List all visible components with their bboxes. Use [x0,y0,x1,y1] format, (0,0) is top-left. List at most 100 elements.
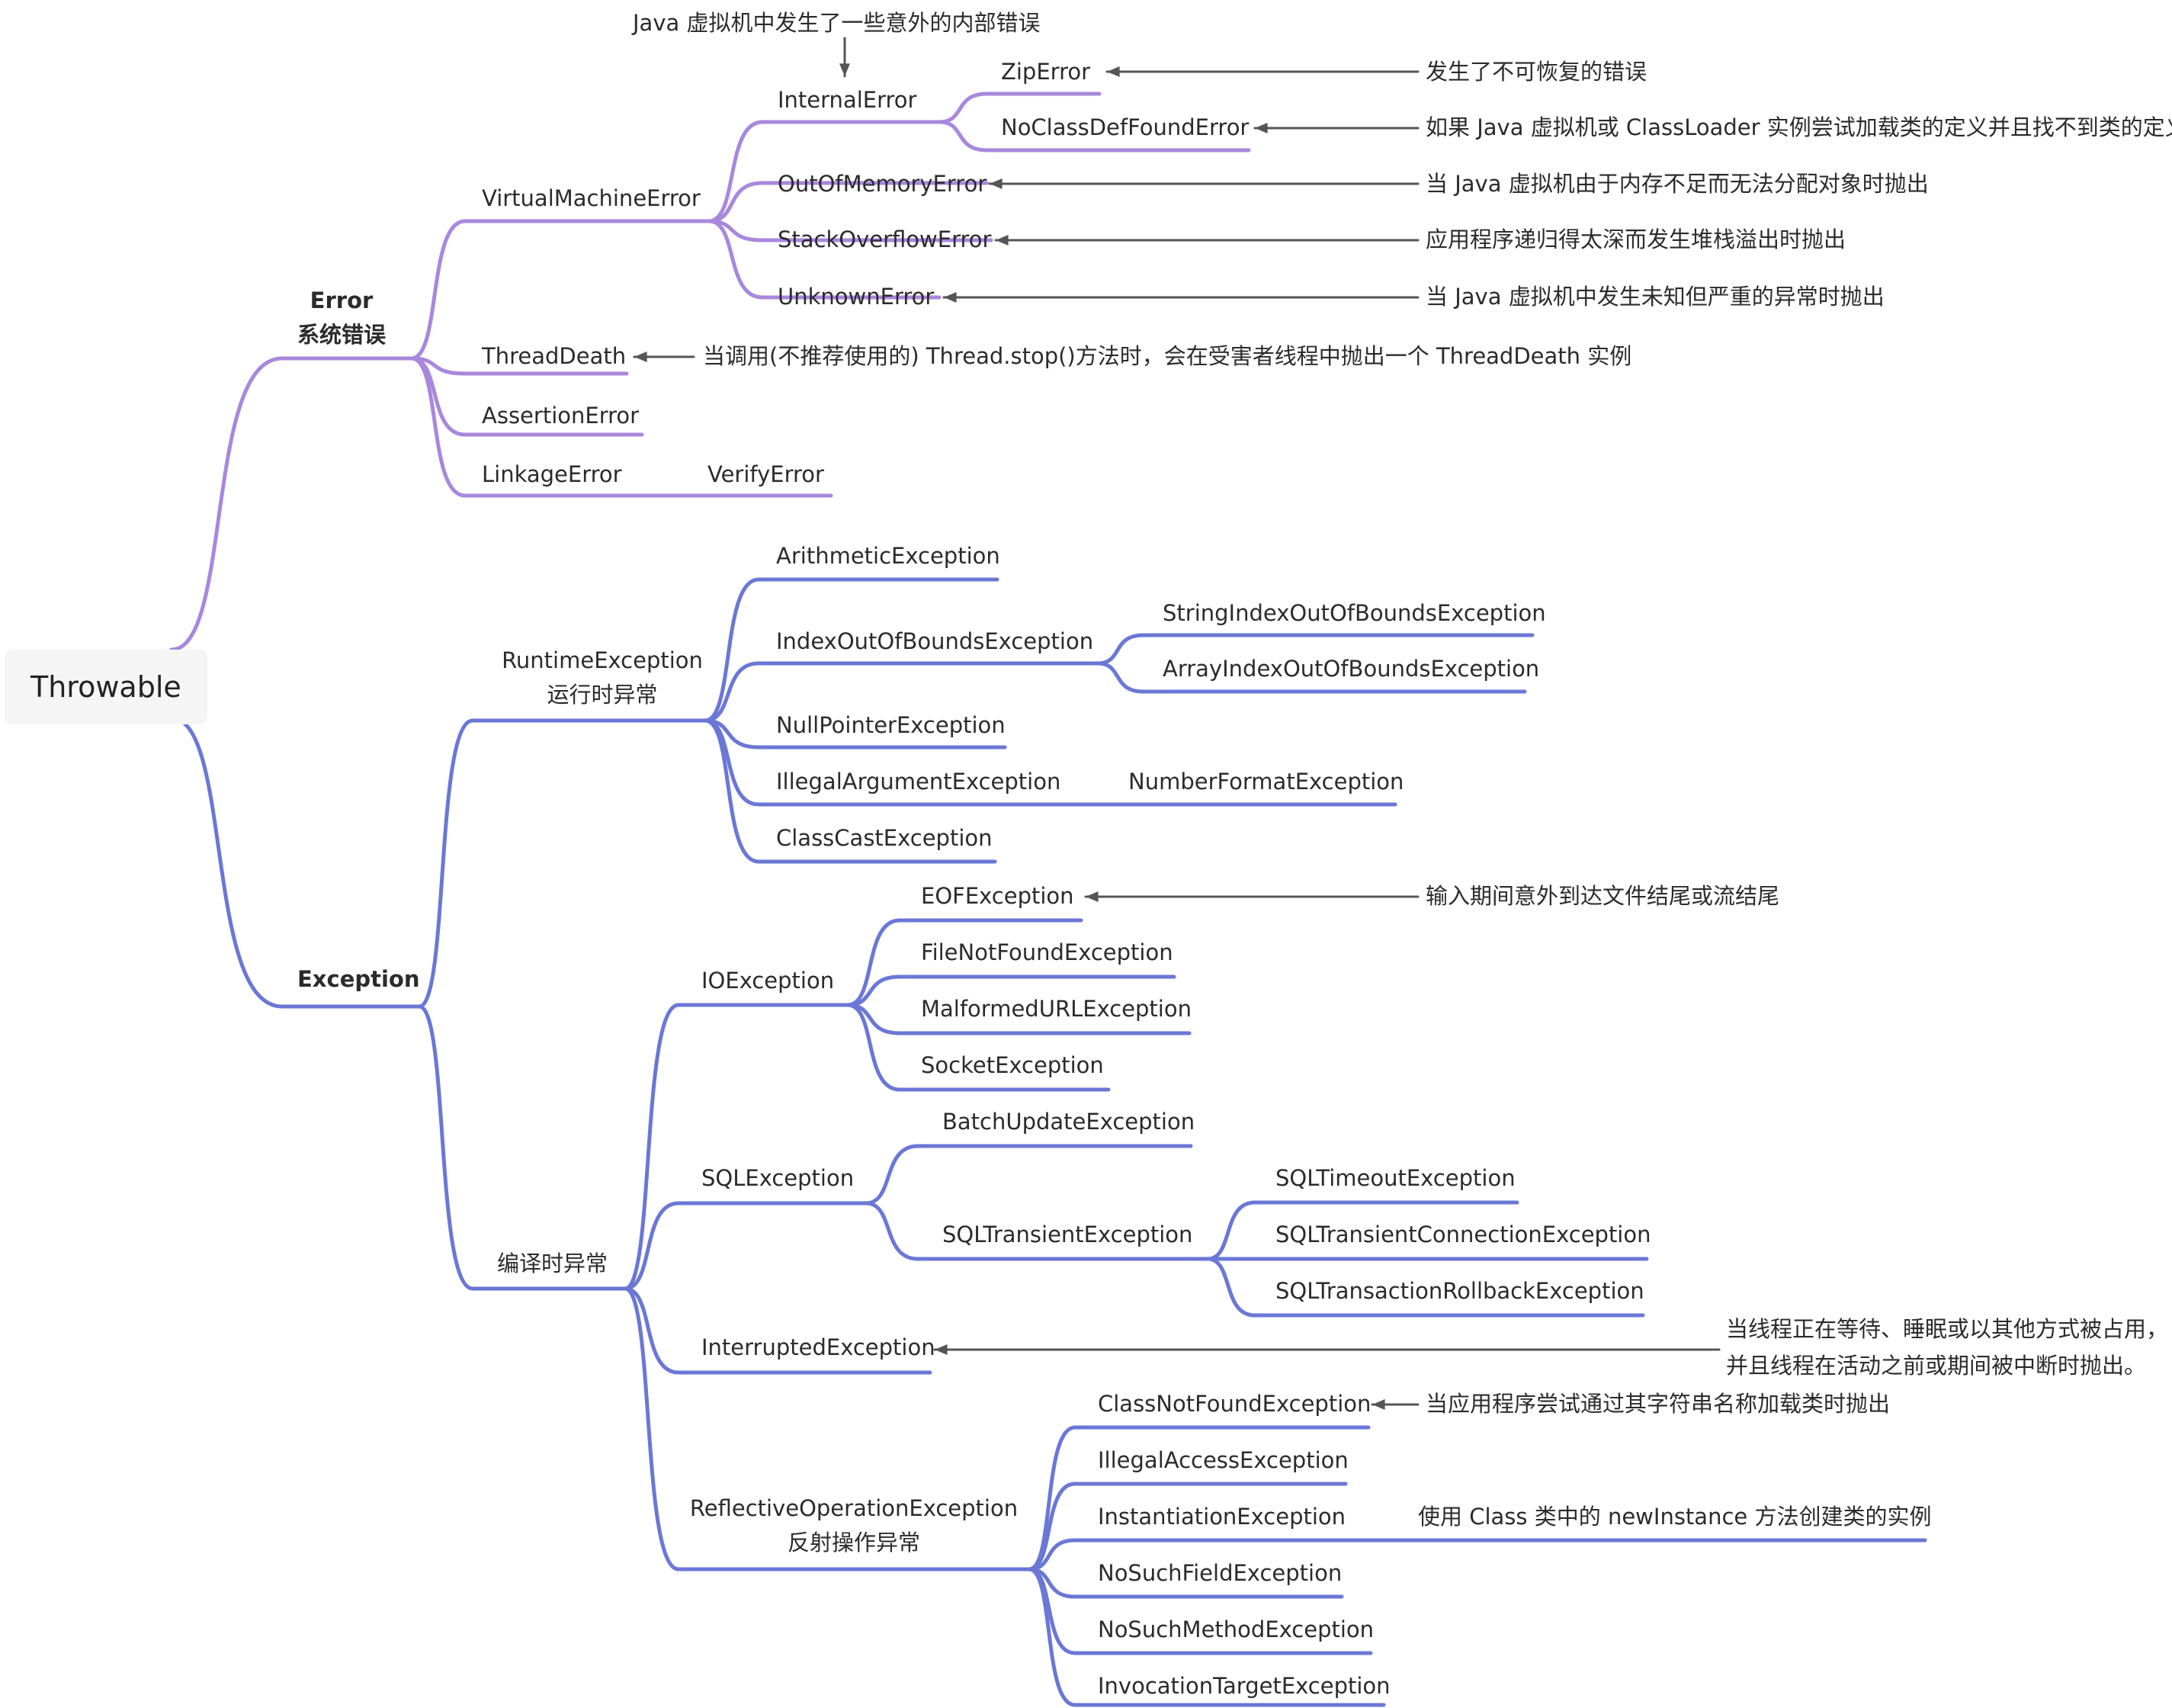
edge-sql-batch [864,1144,920,1206]
edge-internal-noclass [937,120,990,152]
arrow-internal-arrowhead [839,63,851,76]
node-error[interactable]: Error 系统错误 [288,290,395,346]
note-classnotfoundexception: 当应用程序尝试通过其字符串名称加载类时抛出 [1426,1391,1891,1417]
node-instantiationexception[interactable]: InstantiationException [1098,1504,1346,1530]
node-sqltransientconnectionexception[interactable]: SQLTransientConnectionException [1275,1222,1651,1247]
node-noclassdeffounderror[interactable]: NoClassDefFoundError [1001,114,1250,140]
node-runtimeexception-sublabel: 运行时异常 [547,682,658,708]
arrow-unknown-arrowhead [944,291,957,303]
edge-checked-sql [623,1201,681,1291]
node-indexoutofboundsexception[interactable]: IndexOutOfBoundsException [776,628,1094,654]
arrow-oom-arrowhead [990,178,1003,190]
edge-checked-reflective [623,1286,681,1572]
node-sqlexception[interactable]: SQLException [701,1165,855,1191]
edge-io-fnf [845,974,902,1007]
arrow-eof-arrowhead [1086,891,1099,903]
node-checked-exceptions[interactable]: 编译时异常 [497,1250,608,1276]
node-exception[interactable]: Exception [297,966,420,992]
edge-vme-oom [707,181,765,223]
arrow-cnf-arrowhead [1372,1398,1385,1411]
node-eofexception[interactable]: EOFException [921,883,1074,909]
edge-vme-unknown [707,219,765,300]
edge-throwable-exception [169,716,284,1009]
node-error-sublabel: 系统错误 [297,322,386,348]
node-reflectiveoperationexception[interactable]: ReflectiveOperationException 反射操作异常 [686,1498,1022,1554]
note-interruptedexception-line1: 当线程正在等待、睡眠或以其他方式被占用， [1726,1316,2169,1342]
node-virtualmachineerror[interactable]: VirtualMachineError [482,185,701,211]
node-illegalaccessexception[interactable]: IllegalAccessException [1098,1447,1349,1473]
node-linkageerror[interactable]: LinkageError [482,461,622,487]
node-ioexception[interactable]: IOException [701,968,835,994]
node-throwable[interactable]: Throwable [5,650,207,724]
note-threaddeath: 当调用(不推荐使用的) Thread.stop()方法时，会在受害者线程中抛出一… [703,343,1632,369]
node-invocationtargetexception[interactable]: InvocationTargetException [1098,1673,1391,1699]
edge-exception-checked [417,1004,475,1291]
node-numberformatexception[interactable]: NumberFormatException [1128,769,1404,795]
node-reflectiveoperationexception-sublabel: 反射操作异常 [787,1530,920,1556]
note-noclassdeffounderror: 如果 Java 虚拟机或 ClassLoader 实例尝试加载类的定义并且找不到… [1426,114,2172,140]
node-filenotfoundexception[interactable]: FileNotFoundException [921,939,1173,965]
node-arithmeticexception[interactable]: ArithmeticException [776,543,1000,569]
node-nosuchmethodexception[interactable]: NoSuchMethodException [1098,1616,1375,1642]
node-nullpointerexception[interactable]: NullPointerException [776,712,1006,738]
edge-error-vme [409,219,467,361]
edge-runtime-arith [703,577,761,723]
node-sqltimeoutexception[interactable]: SQLTimeoutException [1275,1165,1516,1191]
node-threaddeath[interactable]: ThreadDeath [482,343,627,369]
edge-io-sock [845,1003,902,1092]
node-stackoverflowerror[interactable]: StackOverflowError [778,226,992,252]
arrow-noclass-arrowhead [1255,122,1268,134]
node-malformedurlexception[interactable]: MalformedURLException [921,996,1192,1022]
node-sqltransientexception[interactable]: SQLTransientException [942,1222,1193,1247]
node-classcastexception[interactable]: ClassCastException [776,825,993,851]
node-stringindexoutofboundsexception[interactable]: StringIndexOutOfBoundsException [1163,600,1546,626]
node-error-label: Error [310,287,374,313]
node-unknownerror[interactable]: UnknownError [778,284,935,310]
note-internalerror: Java 虚拟机中发生了一些意外的内部错误 [633,10,1041,36]
edge-transient-timeout [1205,1200,1257,1261]
node-illegalargumentexception[interactable]: IllegalArgumentException [776,769,1061,795]
arrow-zip-arrowhead [1107,66,1120,78]
edge-ioob-aioob [1096,661,1146,694]
edge-runtime-ioob [703,661,761,723]
node-internalerror[interactable]: InternalError [778,87,917,113]
edge-exception-runtime [417,718,475,1009]
node-runtimeexception[interactable]: RuntimeException 运行时异常 [488,650,717,706]
note-unknownerror: 当 Java 虚拟机中发生未知但严重的异常时抛出 [1426,284,1885,310]
note-interruptedexception-line2: 并且线程在活动之前或期间被中断时抛出。 [1726,1353,2147,1379]
note-eofexception: 输入期间意外到达文件结尾或流结尾 [1426,883,1780,909]
edge-error-linkage [409,356,467,498]
edge-transient-rollback [1205,1257,1257,1318]
edge-reflective-iacc [1027,1482,1077,1572]
node-outofmemoryerror[interactable]: OutOfMemoryError [778,171,987,197]
note-stackoverflowerror: 应用程序递归得太深而发生堆栈溢出时抛出 [1426,226,1846,252]
edge-reflective-ite [1027,1567,1077,1707]
arrow-interrupted-arrowhead [935,1344,948,1356]
node-sqltransactionrollbackexception[interactable]: SQLTransactionRollbackException [1275,1278,1644,1304]
edge-checked-io [623,1003,681,1291]
node-arrayindexoutofboundsexception[interactable]: ArrayIndexOutOfBoundsException [1163,656,1540,682]
note-instantiationexception: 使用 Class 类中的 newInstance 方法创建类的实例 [1418,1504,1932,1530]
arrow-so-arrowhead [996,234,1009,246]
node-reflectiveoperationexception-label: ReflectiveOperationException [689,1495,1019,1521]
node-runtimeexception-label: RuntimeException [502,647,703,673]
node-classnotfoundexception[interactable]: ClassNotFoundException [1098,1391,1372,1417]
note-outofmemoryerror: 当 Java 虚拟机由于内存不足而无法分配对象时抛出 [1426,171,1929,197]
node-socketexception[interactable]: SocketException [921,1052,1104,1078]
edge-io-eof [845,918,902,1007]
arrow-threaddeath-arrowhead [634,351,647,363]
note-ziperror: 发生了不可恢复的错误 [1426,59,1647,85]
edge-runtime-cce [703,718,761,864]
node-assertionerror[interactable]: AssertionError [482,403,640,429]
edge-sql-transient [864,1201,920,1261]
node-nosuchfieldexception[interactable]: NoSuchFieldException [1098,1560,1343,1586]
edge-vme-internal [707,120,765,223]
node-ziperror[interactable]: ZipError [1001,59,1091,85]
edge-throwable-error [169,356,284,652]
node-verifyerror[interactable]: VerifyError [707,461,824,487]
node-interruptedexception[interactable]: InterruptedException [701,1334,935,1360]
node-batchupdateexception[interactable]: BatchUpdateException [942,1109,1195,1135]
